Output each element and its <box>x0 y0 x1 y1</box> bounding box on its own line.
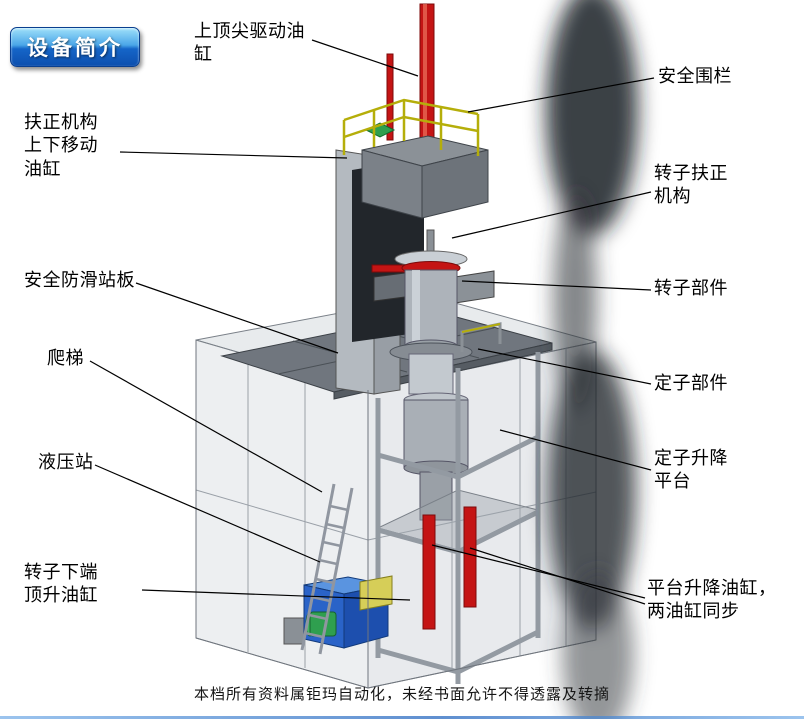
shadow-smudge <box>546 0 638 719</box>
label-righting-move-cylinder: 扶正机构上下移动油缸 <box>24 112 98 180</box>
leader-hydraulic <box>94 464 321 563</box>
leader-anti-slip <box>135 282 339 354</box>
label-anti-slip-platform: 安全防滑站板 <box>24 270 135 291</box>
leader-rotor-righting <box>451 191 652 239</box>
leader-stator-component <box>477 348 652 385</box>
label-platform-lift-cylinders: 平台升降油缸，两油缸同步 <box>647 578 777 623</box>
hydraulic-station-unit <box>283 575 393 649</box>
label-hydraulic-station: 液压站 <box>38 452 94 473</box>
leader-lines <box>89 39 655 605</box>
title-badge: 设备简介 <box>10 27 140 67</box>
label-rotor-lower-jack-cylinder: 转子下端顶升油缸 <box>24 562 98 607</box>
label-safety-fence: 安全围栏 <box>658 66 732 87</box>
platform-lift-cylinders <box>422 506 477 630</box>
label-stator-component: 定子部件 <box>654 373 728 394</box>
label-stator-lift-platform: 定子升降平台 <box>654 448 728 493</box>
leader-stator-lift <box>499 429 652 471</box>
head-box <box>361 122 489 219</box>
leader-platform-lift-1 <box>431 544 646 599</box>
leader-ladder <box>89 360 323 493</box>
leader-safety-fence <box>467 77 655 113</box>
leader-righting-move-cylinder <box>119 151 348 159</box>
rotor-assembly <box>371 229 473 395</box>
leader-rotor-component <box>461 280 652 291</box>
bottom-rule <box>0 716 804 719</box>
leader-platform-lift-2 <box>469 547 646 605</box>
safety-fence-railing <box>342 98 480 156</box>
leader-top-drive-cylinder <box>311 39 419 77</box>
access-ladder <box>300 483 354 655</box>
label-top-drive-cylinder: 上顶尖驱动油缸 <box>194 21 305 66</box>
label-rotor-righting-mech: 转子扶正机构 <box>654 163 728 208</box>
label-rotor-component: 转子部件 <box>654 278 728 299</box>
footer-copyright: 本档所有资料属钜玛自动化，未经书面允许不得透露及转摘 <box>193 685 610 703</box>
label-ladder: 爬梯 <box>47 348 84 369</box>
leader-rotor-lower-jack <box>141 589 411 601</box>
platform-stand <box>460 322 502 352</box>
